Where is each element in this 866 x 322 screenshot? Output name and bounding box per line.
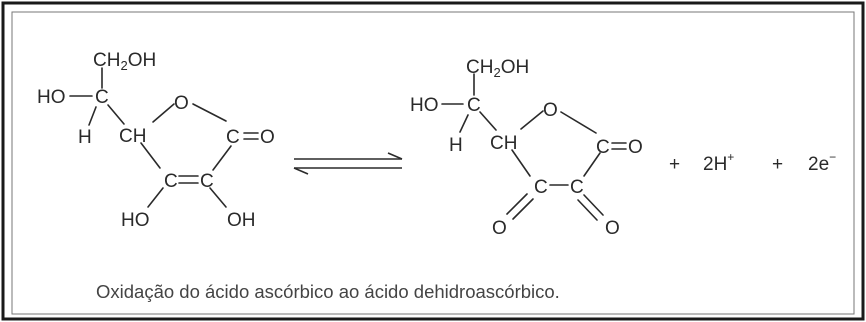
bond	[88, 106, 97, 126]
enol-carbon-label: C	[200, 171, 214, 192]
hydroxyl-label: HO	[121, 210, 150, 231]
ch2oh-label: CH2OH	[93, 50, 156, 73]
bond	[459, 114, 469, 133]
ho-label: HO	[37, 87, 66, 108]
ring-oxygen-label: O	[174, 93, 189, 114]
keto-oxygen-label: O	[492, 218, 507, 239]
bond	[583, 194, 604, 216]
carbon-label: C	[95, 87, 109, 108]
bond	[512, 198, 534, 220]
bond	[147, 187, 164, 208]
keto-oxygen-label: O	[605, 218, 620, 239]
carbon-label: C	[467, 95, 481, 116]
bond	[107, 104, 125, 125]
carbonyl-oxygen-label: O	[628, 137, 643, 158]
ho-label: HO	[410, 95, 439, 116]
bond	[209, 187, 227, 208]
bond	[152, 103, 175, 123]
bond	[192, 103, 227, 122]
inner-frame	[11, 11, 855, 315]
bond	[520, 110, 544, 130]
carbonyl-oxygen-label: O	[260, 127, 275, 148]
carbonyl-carbon-label: C	[596, 137, 610, 158]
ch-label: CH	[119, 126, 146, 147]
plus-sign: +	[772, 154, 783, 175]
equilibrium-arrow	[293, 152, 403, 175]
enol-carbon-label: C	[164, 171, 178, 192]
bond	[577, 199, 598, 221]
ring-oxygen-label: O	[543, 100, 558, 121]
bond	[560, 111, 597, 134]
plus-sign: +	[669, 154, 680, 175]
ch-label: CH	[490, 133, 517, 154]
hydrogen-label: H	[78, 127, 92, 148]
ch2oh-label: CH2OH	[466, 57, 529, 80]
bond	[511, 149, 531, 177]
carbonyl-carbon-label: C	[226, 127, 240, 148]
byproducts: + 2H+ + 2e−	[669, 150, 836, 175]
bond	[583, 152, 601, 177]
product-structure: CH2OH HO C H CH O C O C C O O	[410, 57, 643, 239]
hydroxyl-label: OH	[227, 210, 256, 231]
bond	[212, 145, 232, 171]
bond	[506, 193, 528, 215]
protons-term: 2H+	[703, 150, 734, 175]
bond	[140, 142, 161, 169]
bond	[479, 111, 497, 131]
hydrogen-label: H	[449, 135, 463, 156]
caption: Oxidação do ácido ascórbico ao ácido deh…	[96, 281, 560, 302]
reactant-structure: CH2OH HO C H CH O C O C C HO OH	[37, 50, 275, 231]
electrons-term: 2e−	[808, 150, 836, 175]
keto-carbon-label: C	[534, 177, 548, 198]
keto-carbon-label: C	[570, 177, 584, 198]
